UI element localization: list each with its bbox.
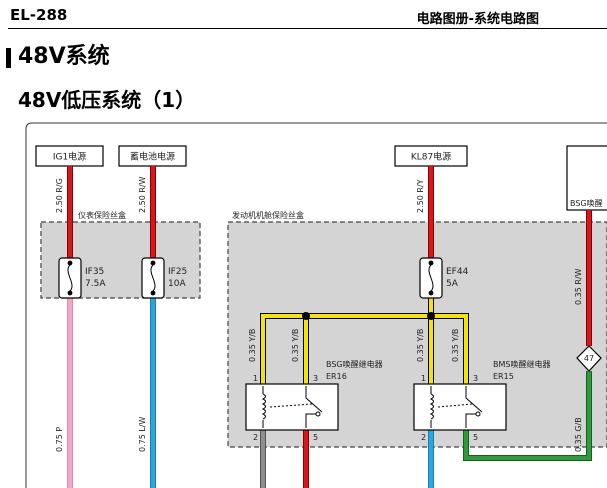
page-subtitle: 48V低压系统（1） bbox=[18, 88, 196, 112]
wire-label: 0.35 Y/B bbox=[451, 329, 460, 362]
pin-label: 5 bbox=[473, 433, 478, 442]
diagram-frame bbox=[25, 122, 607, 488]
wire-label: 0.35 Y/B bbox=[248, 329, 257, 362]
pin-label: 5 bbox=[313, 433, 318, 442]
wire-label: 2.50 R/Y bbox=[416, 179, 425, 213]
fuse-if25-icon bbox=[141, 257, 165, 299]
instrument-box-label: 仪表保险丝盒 bbox=[78, 210, 126, 220]
ig1-source-label: IG1电源 bbox=[53, 151, 86, 163]
pin-label: 3 bbox=[473, 374, 478, 383]
fuse-if35-rating: 7.5A bbox=[85, 279, 106, 289]
wire-label: 2.50 R/G bbox=[55, 178, 64, 213]
bsg-module-box bbox=[566, 145, 607, 211]
pin-label: 2 bbox=[253, 433, 258, 442]
section-marker bbox=[6, 48, 11, 68]
wire-label: 0.35 Y/B bbox=[291, 329, 300, 362]
wire-label: 0.75 P bbox=[55, 427, 64, 452]
wire-green-relay2 bbox=[464, 371, 591, 460]
battery-source-label: 蓄电池电源 bbox=[130, 151, 175, 163]
pin-label: 2 bbox=[421, 433, 426, 442]
wire-label: 0.75 L/W bbox=[138, 416, 147, 452]
relay-bms-icon bbox=[413, 383, 507, 431]
wire-label: 0.35 G/B bbox=[574, 417, 583, 452]
fuse-ef44-icon bbox=[419, 257, 443, 299]
kl87-source-label: KL87电源 bbox=[411, 151, 451, 163]
wire-label: 0.35 Y/B bbox=[416, 329, 425, 362]
fuse-if25-rating: 10A bbox=[168, 279, 186, 289]
engine-box-label: 发动机机舱保险丝盒 bbox=[232, 210, 304, 220]
wire-label: 0.35 R/W bbox=[574, 268, 583, 305]
relay-bms-code: ER15 bbox=[493, 372, 514, 381]
splice-number: 47 bbox=[584, 354, 594, 363]
section-title: 电路图册-系统电路图 bbox=[416, 12, 539, 27]
fuse-ef44-rating: 5A bbox=[446, 279, 459, 289]
fuse-if35-icon bbox=[58, 257, 82, 299]
splice-connector-icon bbox=[576, 345, 602, 372]
splice-dot bbox=[302, 312, 310, 320]
relay-bsg-code: ER16 bbox=[326, 372, 347, 381]
header-rule bbox=[8, 28, 607, 29]
pin-label: 1 bbox=[253, 374, 258, 383]
bsg-module-label: BSG唤醒 bbox=[570, 198, 603, 208]
relay-bsg-name: BSG唤醒继电器 bbox=[326, 359, 383, 369]
splice-dot bbox=[427, 312, 435, 320]
fuse-if25-name: IF25 bbox=[168, 267, 187, 277]
relay-bsg-icon bbox=[245, 383, 339, 431]
pin-label: 1 bbox=[421, 374, 426, 383]
fuse-ef44-name: EF44 bbox=[446, 267, 469, 277]
pin-label: 3 bbox=[313, 374, 318, 383]
model-code: EL-288 bbox=[10, 6, 68, 24]
fuse-if35-name: IF35 bbox=[85, 267, 104, 277]
relay-bms-name: BMS唤醒继电器 bbox=[493, 359, 550, 369]
page-title: 48V系统 bbox=[18, 44, 110, 69]
wire-label: 2.50 R/W bbox=[138, 176, 147, 213]
